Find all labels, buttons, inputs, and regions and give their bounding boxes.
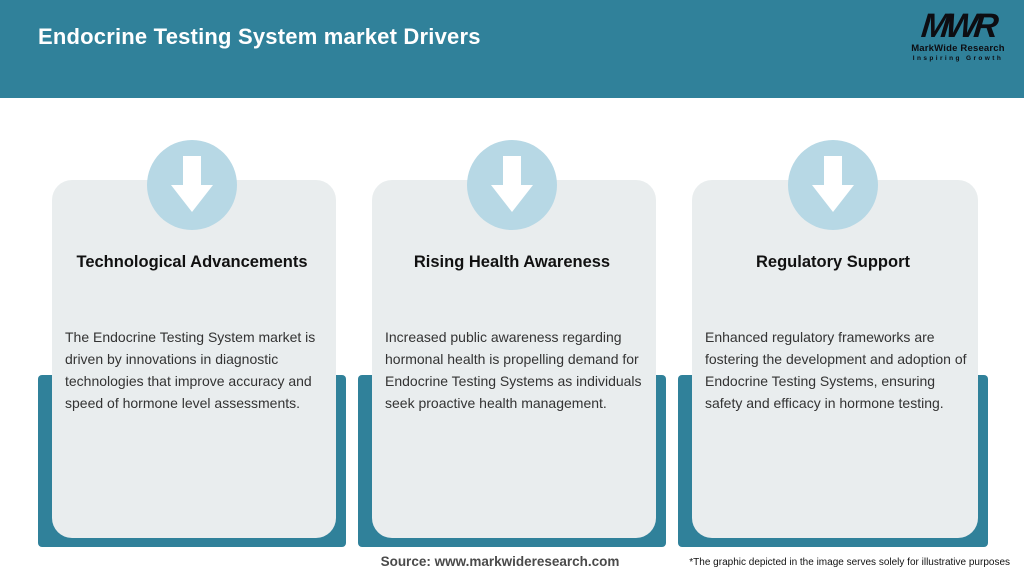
disclaimer-text: *The graphic depicted in the image serve…: [689, 557, 1010, 568]
down-arrow-icon: [788, 140, 878, 230]
page-title: Endocrine Testing System market Drivers: [38, 24, 481, 49]
logo-company-name: MarkWide Research: [911, 43, 1005, 54]
card-description: Increased public awareness regarding hor…: [385, 329, 642, 411]
markwide-research-logo: MWR MarkWide Research Inspiring Growth: [906, 7, 1010, 62]
card-panel: [692, 180, 978, 538]
card-description: Enhanced regulatory frameworks are foste…: [705, 329, 967, 411]
driver-card-regulatory-support: Regulatory Support Enhanced regulatory f…: [678, 140, 988, 547]
source-text: Source: www.markwideresearch.com: [380, 554, 620, 569]
down-arrow-icon: [467, 140, 557, 230]
card-title: Regulatory Support: [755, 253, 910, 271]
card-title: Rising Health Awareness: [413, 253, 611, 271]
driver-card-technological-advancements: Technological Advancements The Endocrine…: [38, 140, 346, 547]
logo-tagline: Inspiring Growth: [912, 55, 1004, 62]
card-panel: [52, 180, 336, 538]
down-arrow-icon: [147, 140, 237, 230]
card-description: The Endocrine Testing System market is d…: [65, 329, 316, 411]
logo-mwr-mark: MWR: [919, 7, 997, 45]
driver-card-rising-health-awareness: Rising Health Awareness Increased public…: [358, 140, 666, 547]
card-title: Technological Advancements: [76, 253, 308, 271]
card-panel: [372, 180, 656, 538]
header-bar: Endocrine Testing System market Drivers …: [0, 0, 1024, 98]
